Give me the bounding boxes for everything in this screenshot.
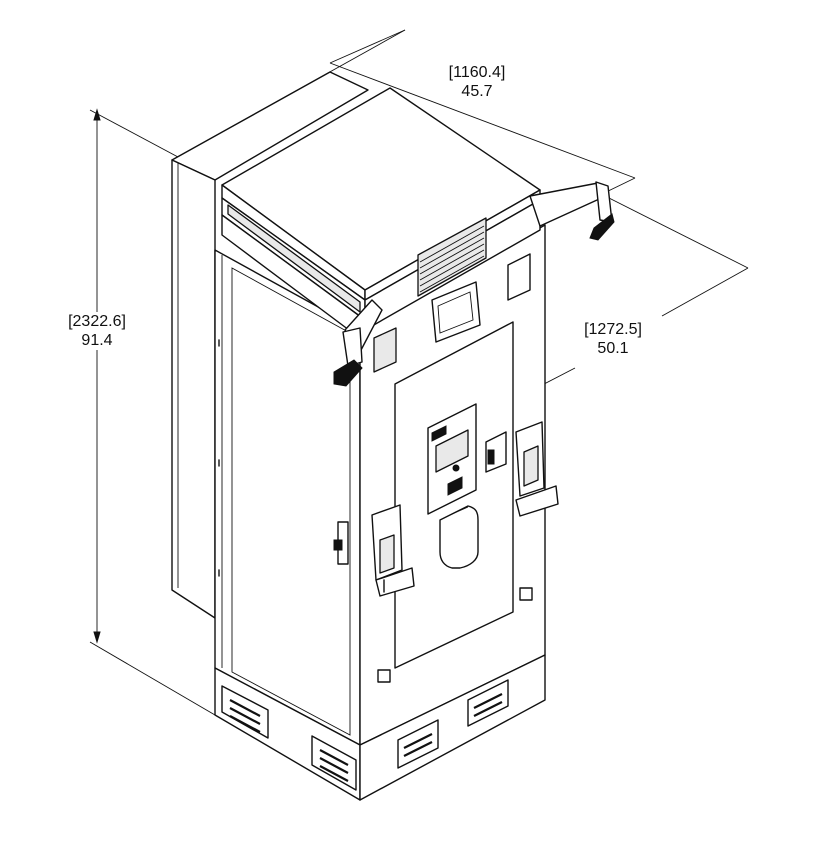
width-in: 45.7 [461,83,493,100]
lifting-arm-left [333,299,383,387]
width-dimension-label: [1160.4] 45.7 [438,63,516,101]
port-upper-left [373,327,397,373]
port-upper-right [507,253,531,301]
depth-dimension-label: [1272.5] 50.1 [574,320,652,358]
charging-handle-left [371,504,415,597]
fastener-front-bottom-left [377,669,391,683]
top-vent-louvers [419,225,485,293]
lifting-arm-right [529,181,615,241]
width-mm: [1160.4] [448,64,506,81]
side-door-handle [333,521,349,565]
status-light-box [431,281,481,343]
depth-mm: [1272.5] [584,321,642,338]
control-display [427,403,477,515]
height-in: 91.4 [81,332,113,349]
fastener-front-bottom-right [519,587,533,601]
height-dimension-label: [2322.6] 91.4 [58,312,136,350]
charging-handle-right [515,421,559,517]
meter-cylinder [439,505,479,569]
base-vent-hatching [229,693,503,782]
depth-in: 50.1 [597,340,629,357]
height-mm: [2322.6] [68,313,126,330]
